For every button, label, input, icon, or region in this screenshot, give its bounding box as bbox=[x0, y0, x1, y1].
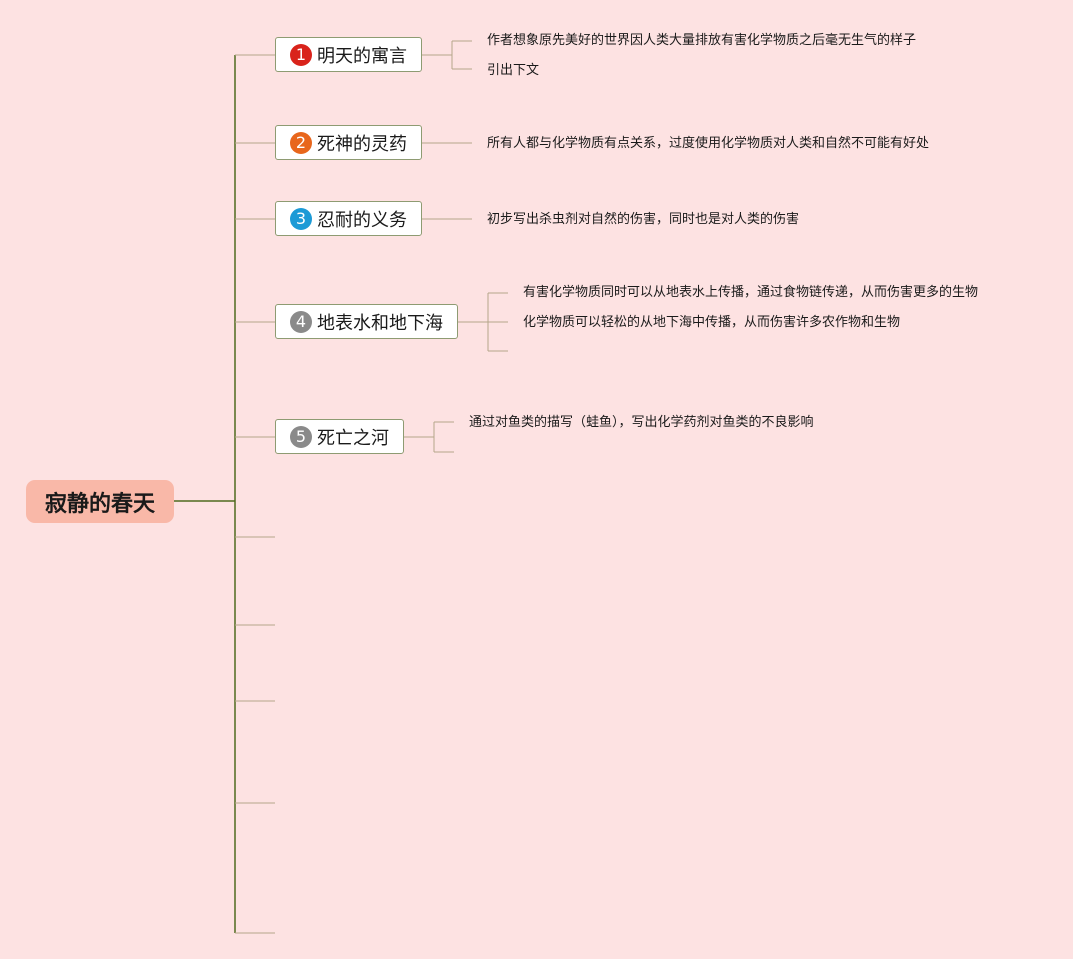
detail-item[interactable]: 有害化学物质同时可以从地表水上传播，通过食物链传递，从而伤害更多的生物 bbox=[523, 285, 979, 300]
detail-item[interactable]: 所有人都与化学物质有点关系，过度使用化学物质对人类和自然不可能有好处 bbox=[487, 136, 930, 151]
root-label: 寂静的春天 bbox=[44, 491, 155, 517]
topic-label: 地表水和地下海 bbox=[317, 312, 443, 334]
detail-item[interactable]: 化学物质可以轻松的从地下海中传播，从而伤害许多农作物和生物 bbox=[523, 315, 901, 330]
number-badge-icon: 2 bbox=[290, 131, 312, 154]
topic-label: 明天的寓言 bbox=[317, 45, 407, 67]
topic-node-2[interactable]: 2 死神的灵药 bbox=[275, 125, 422, 160]
topic-node-3[interactable]: 3 忍耐的义务 bbox=[275, 201, 422, 236]
topic-node-1[interactable]: 1 明天的寓言 bbox=[275, 37, 422, 72]
topic-label: 忍耐的义务 bbox=[317, 209, 407, 231]
number-badge-icon: 5 bbox=[290, 425, 312, 448]
topic-label: 死亡之河 bbox=[317, 427, 389, 449]
root-node[interactable]: 寂静的春天 bbox=[26, 480, 174, 523]
topic-node-5[interactable]: 5 死亡之河 bbox=[275, 419, 404, 454]
number-badge-icon: 3 bbox=[290, 207, 312, 230]
detail-item[interactable]: 作者想象原先美好的世界因人类大量排放有害化学物质之后毫无生气的样子 bbox=[487, 33, 917, 48]
number-badge-icon: 1 bbox=[290, 43, 312, 66]
detail-item[interactable]: 引出下文 bbox=[487, 63, 540, 78]
topic-label: 死神的灵药 bbox=[317, 133, 407, 155]
detail-item[interactable]: 通过对鱼类的描写（蛙鱼），写出化学药剂对鱼类的不良影响 bbox=[469, 415, 814, 430]
detail-item[interactable]: 初步写出杀虫剂对自然的伤害，同时也是对人类的伤害 bbox=[487, 212, 800, 227]
topic-node-4[interactable]: 4 地表水和地下海 bbox=[275, 304, 458, 339]
number-badge-icon: 4 bbox=[290, 310, 312, 333]
